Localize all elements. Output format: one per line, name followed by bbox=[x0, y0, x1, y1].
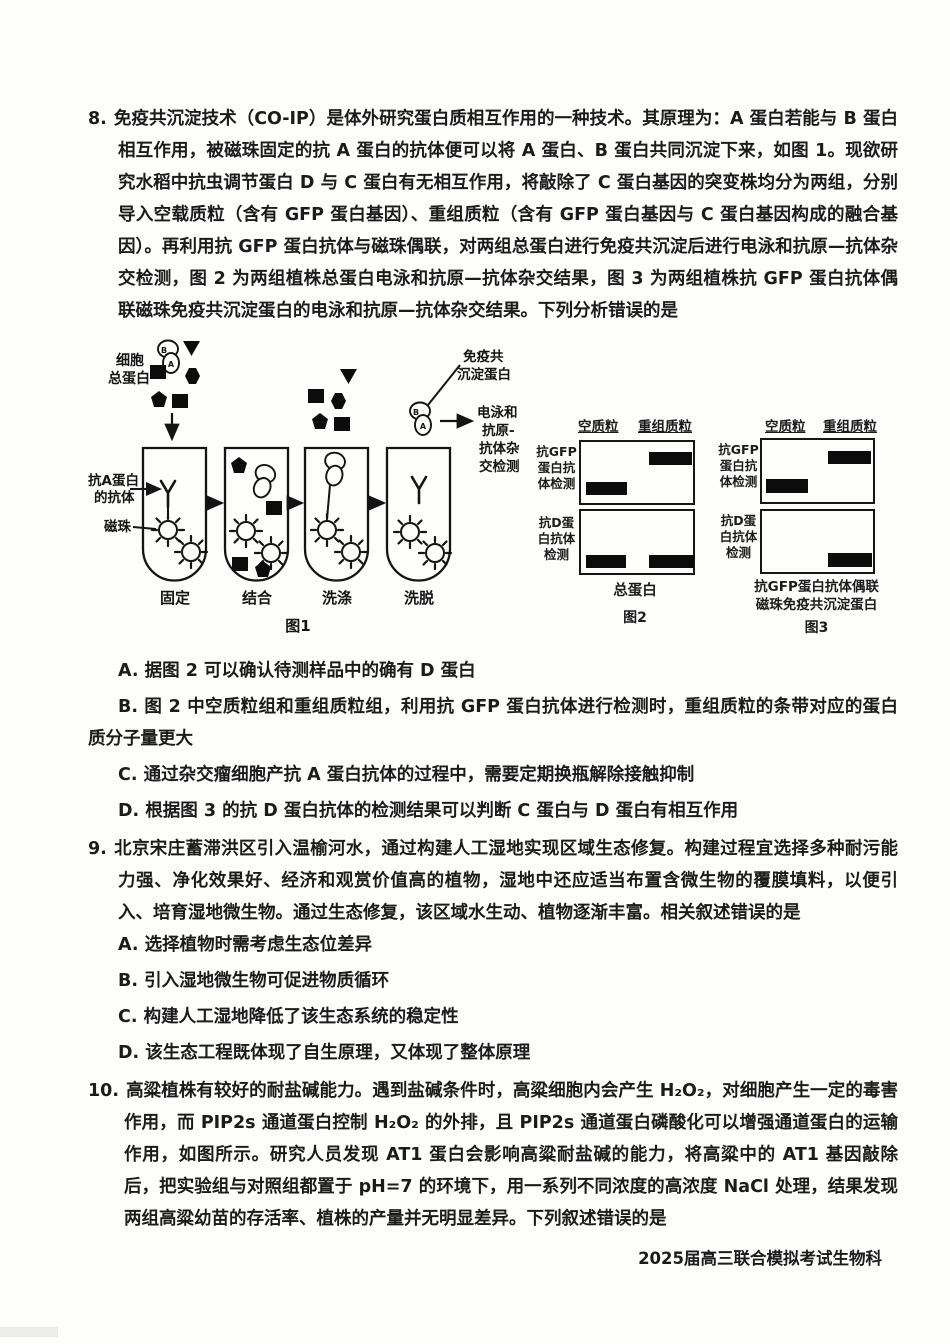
fig3-gel-box-d bbox=[760, 509, 875, 574]
tube-wash-contents bbox=[309, 449, 369, 570]
protein-b-letter: B bbox=[413, 408, 419, 417]
question-9-option-a: A. 选择植物时需考虑生态位差异 bbox=[118, 935, 373, 955]
question-10-stem-text: 高粱植株有较好的耐盐碱能力。遇到盐碱条件时，高粱细胞内会产生 H₂O₂，对细胞产… bbox=[124, 1081, 898, 1229]
fig2-gel-box-gfp bbox=[579, 440, 695, 505]
fig1-step-fix: 固定 bbox=[160, 589, 190, 607]
gel-band bbox=[649, 555, 694, 568]
bead-pointer bbox=[132, 526, 157, 530]
fig1-step-bind: 结合 bbox=[242, 589, 273, 607]
ip-pointer bbox=[427, 364, 461, 406]
fig2-row1-label: 抗GFP 蛋白抗 体检测 bbox=[536, 444, 577, 491]
tube-elute-contents bbox=[392, 475, 453, 571]
figure2-gel: 空质粒 重组质粒 抗GFP 蛋白抗 体检测 抗D蛋 白抗体 检测 bbox=[536, 415, 736, 647]
fig2-sample-label: 总蛋白 bbox=[613, 583, 657, 599]
fig2-col-recombinant-plasmid: 重组质粒 bbox=[638, 419, 692, 435]
question-8-figure: B A 细胞 总蛋白 bbox=[84, 333, 946, 647]
fig1-detect-label: 抗体杂 bbox=[479, 440, 520, 457]
question-8-stem: 8. 免疫共沉淀技术（CO-IP）是体外研究蛋白质相互作用的一种技术。其原理为：A… bbox=[88, 103, 898, 327]
figure1-coip-diagram: B A 细胞 总蛋白 bbox=[88, 339, 520, 635]
question-9-option-b: B. 引入湿地微生物可促进物质循环 bbox=[118, 971, 390, 991]
fig2-caption: 图2 bbox=[623, 610, 647, 626]
page-content: 8. 免疫共沉淀技术（CO-IP）是体外研究蛋白质相互作用的一种技术。其原理为：A… bbox=[88, 103, 898, 1269]
fig3-caption: 图3 bbox=[804, 620, 829, 636]
cell-total-protein-cluster: B A bbox=[150, 339, 200, 408]
fig3-row1-label: 抗GFP 蛋白抗 体检测 bbox=[718, 442, 759, 489]
fig1-caption: 图1 bbox=[285, 617, 310, 635]
fig3-row2-label: 抗D蛋 白抗体 检测 bbox=[719, 513, 758, 560]
question-9: 9. 北京宋庄蓄滞洪区引入温榆河水，通过构建人工湿地实现区域生态修复。构建过程宜选… bbox=[88, 833, 898, 1069]
fig1-cell-total-label: 细胞 bbox=[116, 352, 144, 369]
question-8-option-a: A. 据图 2 可以确认待测样品中的确有 D 蛋白 bbox=[118, 661, 476, 681]
fig1-detect-label: 抗原- bbox=[482, 422, 515, 439]
fig2-col-empty-plasmid: 空质粒 bbox=[578, 419, 619, 435]
protein-a-letter: A bbox=[168, 360, 175, 369]
fig3-col-recombinant-plasmid: 重组质粒 bbox=[823, 419, 877, 435]
fig2-row2-label: 抗D蛋 白抗体 检测 bbox=[537, 515, 576, 562]
fig1-anti-a-label: 抗A蛋白 bbox=[88, 472, 139, 489]
question-9-option-d: D. 该生态工程既体现了自生原理，又体现了整体原理 bbox=[118, 1043, 531, 1063]
gel-band bbox=[649, 452, 692, 465]
gel-band bbox=[828, 553, 872, 567]
question-9-option-c: C. 构建人工湿地降低了该生态系统的稳定性 bbox=[118, 1007, 459, 1027]
fig1-cell-total-label: 总蛋白 bbox=[108, 370, 150, 387]
fig3-sample-label: 磁珠免疫共沉淀蛋白 bbox=[755, 597, 878, 613]
gel-band bbox=[828, 451, 871, 464]
question-8-stem-text: 免疫共沉淀技术（CO-IP）是体外研究蛋白质相互作用的一种技术。其原理为：A 蛋… bbox=[113, 109, 898, 321]
question-10-number: 10. bbox=[88, 1081, 120, 1101]
question-8-option-d: D. 根据图 3 的抗 D 蛋白抗体的检测结果可以判断 C 蛋白与 D 蛋白有相… bbox=[118, 801, 739, 821]
fig1-bead-label: 磁珠 bbox=[104, 518, 131, 535]
test-tubes bbox=[141, 446, 452, 582]
fig3-gel-box-gfp bbox=[760, 438, 875, 504]
tube-fix-contents bbox=[150, 479, 209, 570]
gel-band bbox=[586, 555, 626, 568]
fig2-gel-box-d bbox=[579, 509, 695, 575]
fig1-detect-label: 交检测 bbox=[479, 458, 520, 475]
page-footer: 2025届高三联合模拟考试生物科 bbox=[638, 1249, 882, 1268]
gel-band bbox=[586, 482, 627, 495]
question-8-option-c: C. 通过杂交瘤细胞产抗 A 蛋白抗体的过程中，需要定期换瓶解除接触抑制 bbox=[118, 765, 695, 785]
unbound-protein-cluster bbox=[308, 369, 357, 431]
question-9-number: 9. bbox=[88, 839, 107, 859]
fig1-step-wash: 洗涤 bbox=[322, 589, 352, 607]
question-10: 10.高粱植株有较好的耐盐碱能力。遇到盐碱条件时，高粱细胞内会产生 H₂O₂，对… bbox=[88, 1075, 898, 1235]
gel-band bbox=[766, 479, 808, 493]
fig1-detect-label: 电泳和 bbox=[477, 404, 518, 421]
fig1-step-elute: 洗脱 bbox=[404, 589, 434, 607]
question-8: 8. 免疫共沉淀技术（CO-IP）是体外研究蛋白质相互作用的一种技术。其原理为：A… bbox=[88, 103, 898, 827]
question-9-stem: 9. 北京宋庄蓄滞洪区引入温榆河水，通过构建人工湿地实现区域生态修复。构建过程宜选… bbox=[88, 833, 898, 929]
question-8-option-b: B. 图 2 中空质粒组和重组质粒组，利用抗 GFP 蛋白抗体进行检测时，重组质… bbox=[88, 697, 898, 749]
protein-a-letter: A bbox=[420, 422, 427, 431]
question-9-stem-text: 北京宋庄蓄滞洪区引入温榆河水，通过构建人工湿地实现区域生态修复。构建过程宜选择多… bbox=[113, 839, 898, 923]
question-10-stem: 10.高粱植株有较好的耐盐碱能力。遇到盐碱条件时，高粱细胞内会产生 H₂O₂，对… bbox=[88, 1075, 898, 1235]
figure3-gel: 空质粒 重组质粒 抗GFP 蛋白抗 体检测 抗D蛋 白抗体 检测 bbox=[718, 415, 938, 647]
scan-artifact bbox=[0, 1327, 58, 1337]
fig3-col-empty-plasmid: 空质粒 bbox=[765, 419, 806, 435]
fig3-sample-label: 抗GFP蛋白抗体偶联 bbox=[754, 579, 879, 595]
fig1-ip-label: 沉淀蛋白 bbox=[457, 366, 511, 383]
fig1-anti-a-label: 的抗体 bbox=[94, 489, 135, 506]
tube-bind-contents bbox=[228, 457, 289, 577]
protein-b-letter: B bbox=[161, 346, 167, 355]
question-8-number: 8. bbox=[88, 109, 107, 129]
ip-complex: B A bbox=[409, 401, 432, 436]
fig1-ip-label: 免疫共 bbox=[463, 348, 504, 365]
